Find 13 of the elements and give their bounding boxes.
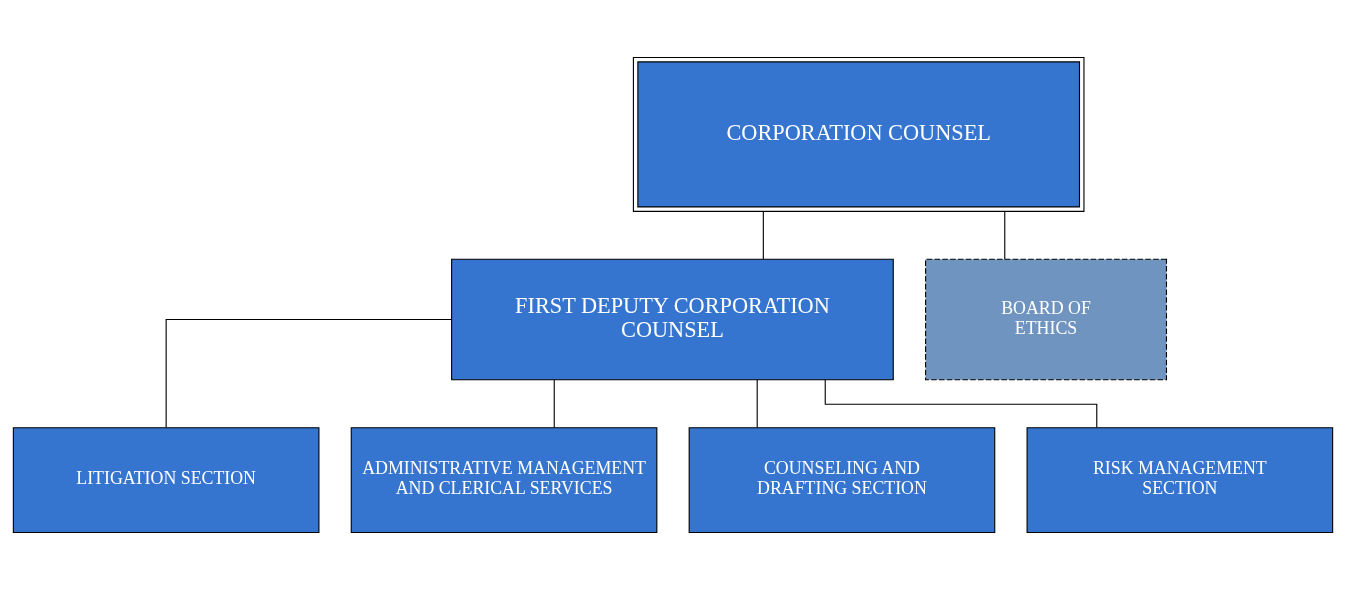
node-box: CORPORATION COUNSEL: [632, 56, 1085, 212]
node-box: ADMINISTRATIVE MANAGEMENT AND CLERICAL SERVICES: [350, 427, 658, 534]
node-box: LITIGATION SECTION: [12, 427, 320, 534]
connector: [762, 211, 764, 260]
connector: [165, 318, 453, 429]
connector: [824, 379, 1098, 428]
connector: [756, 379, 758, 428]
connector: [553, 379, 555, 428]
node-box: COUNSELING AND DRAFTING SECTION: [688, 427, 996, 534]
node-box: BOARD OF ETHICS: [925, 258, 1168, 381]
node-box: RISK MANAGEMENT SECTION: [1026, 427, 1334, 534]
connector: [1004, 211, 1006, 260]
node-box: FIRST DEPUTY CORPORATION COUNSEL: [451, 258, 894, 381]
